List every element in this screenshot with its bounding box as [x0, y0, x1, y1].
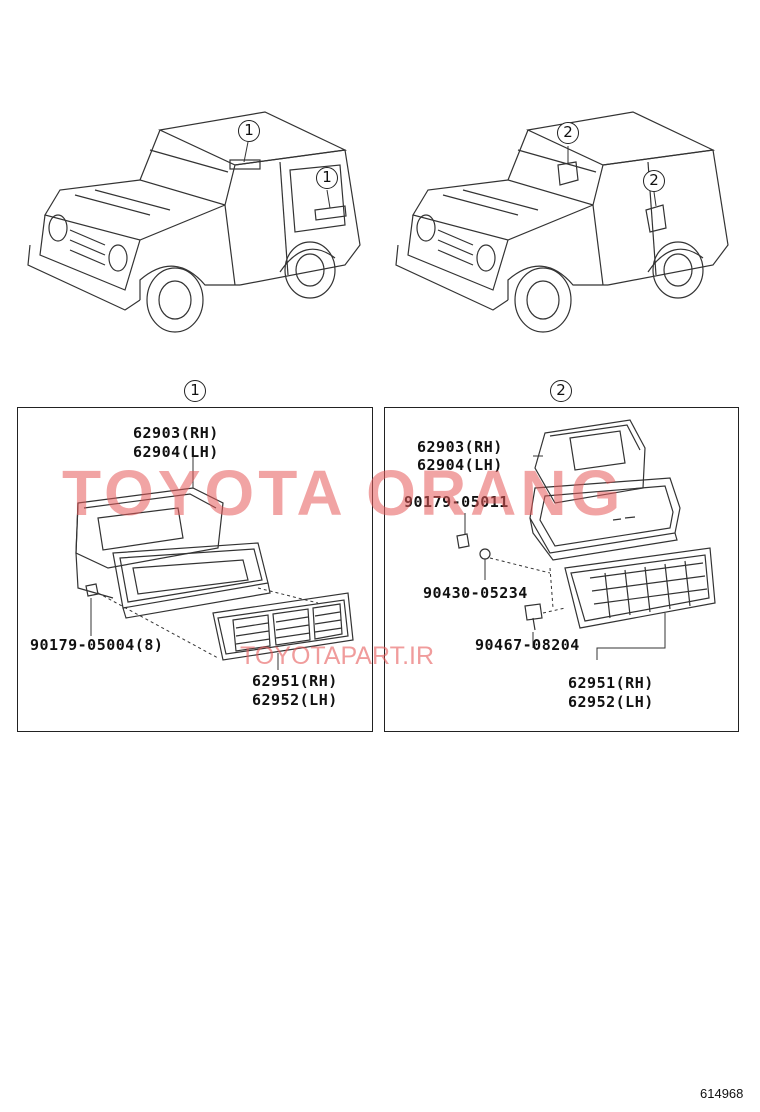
label-grille-lh-1: 62952(LH): [252, 691, 338, 709]
watermark-brand: TOYOTA ORANG: [62, 457, 625, 529]
label-nut-2: 90179-05011: [404, 493, 509, 511]
watermark-url: TOYOTAPART.IR: [240, 642, 435, 670]
callout-1-side: 1: [316, 167, 338, 189]
panel-1-drawing: [75, 453, 354, 670]
label-duct-rh-2: 62903(RH): [417, 438, 503, 456]
label-grille-rh-2: 62951(RH): [568, 674, 654, 692]
figure-id: 614968: [700, 1086, 744, 1101]
callout-2-side: 2: [643, 170, 665, 192]
label-duct-lh-1: 62904(LH): [133, 443, 219, 461]
label-washer-2: 90430-05234: [423, 584, 528, 602]
label-grille-rh-1: 62951(RH): [252, 672, 338, 690]
label-grille-lh-2: 62952(LH): [568, 693, 654, 711]
label-clip-1: 90179-05004(8): [30, 636, 164, 654]
label-bolt-2: 90467-08204: [475, 636, 580, 654]
vehicle-illustration-right: [395, 111, 729, 333]
label-duct-lh-2: 62904(LH): [417, 456, 503, 474]
panel-2-drawing: [456, 419, 716, 660]
vehicle-illustration-left: [27, 111, 361, 333]
panel-1-title: 1: [184, 380, 206, 402]
panel-2-title: 2: [550, 380, 572, 402]
callout-1-top: 1: [238, 120, 260, 142]
label-duct-rh-1: 62903(RH): [133, 424, 219, 442]
callout-2-top: 2: [557, 122, 579, 144]
panel-2: [384, 407, 739, 732]
panel-1: [17, 407, 373, 732]
